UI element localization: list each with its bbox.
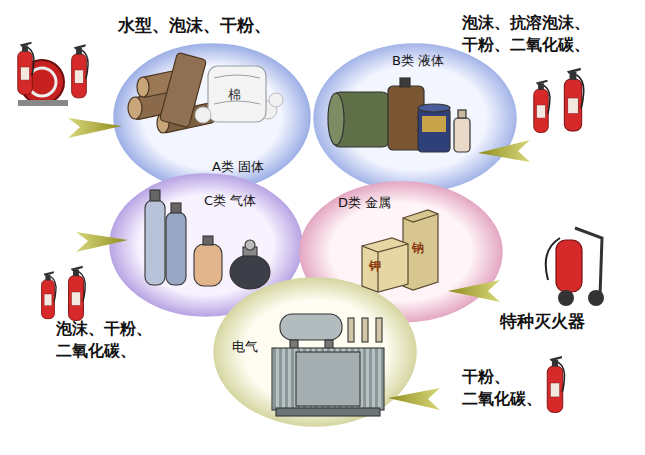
- class-name: D类 金属: [338, 194, 391, 212]
- class-name: 电气: [232, 338, 258, 356]
- metal-tag: 钾: [369, 258, 387, 274]
- agent-list: 干粉、 二氧化碳、: [462, 366, 562, 409]
- agent-list: 特种灭火器: [500, 310, 620, 333]
- material-tag: 棉: [228, 86, 252, 104]
- agent-list: 泡沫、干粉、 二氧化碳、: [56, 318, 176, 361]
- class-name: B类 液体: [392, 52, 444, 70]
- agent-list: 泡沫、抗溶泡沫、 干粉、二氧化碳、: [462, 12, 637, 55]
- class-name: A类 固体: [212, 158, 264, 176]
- agent-list: 水型、泡沫、干粉、: [118, 14, 318, 37]
- class-name: C类 气体: [204, 192, 256, 210]
- metal-tag: 钠: [412, 240, 430, 256]
